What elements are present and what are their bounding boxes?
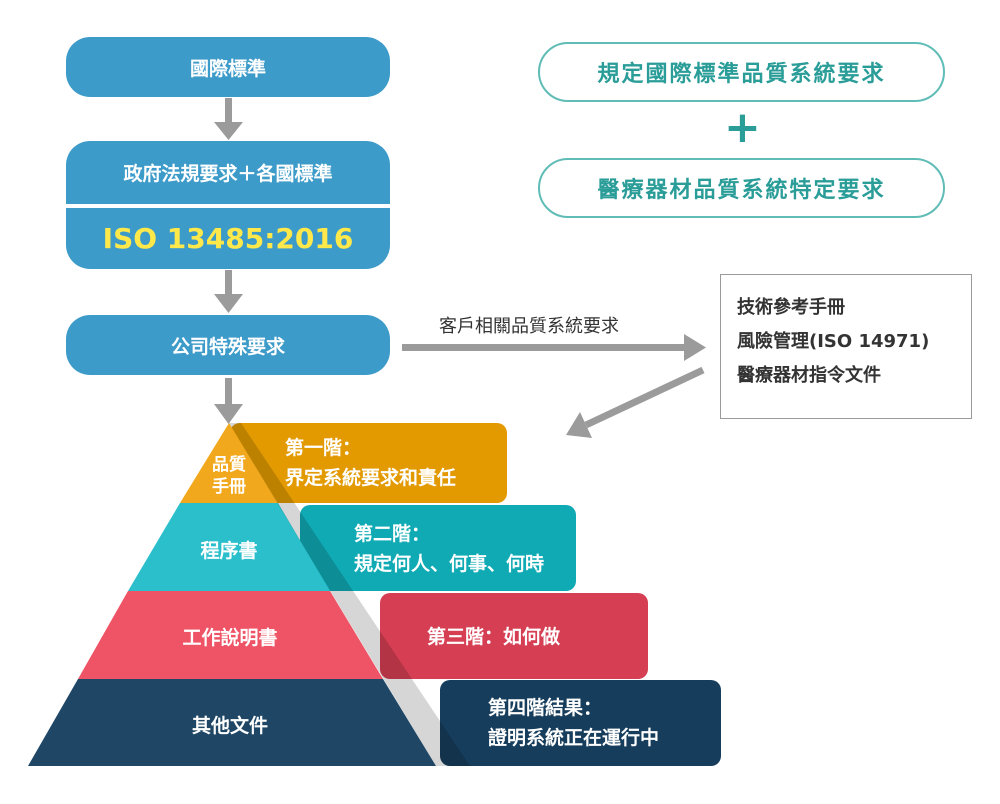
- requirement-arrow-right: [402, 334, 706, 361]
- step-2-text: 第二階： 規定何人、何事、何時: [354, 519, 544, 579]
- step-4-text: 第四階結果： 證明系統正在運行中: [488, 693, 659, 753]
- reference-arrow-diagonal: [566, 366, 705, 438]
- flow-step-international-standard: 國際標準: [66, 37, 390, 97]
- step-band-2: [300, 505, 576, 591]
- plus-icon: +: [724, 102, 761, 153]
- arrow-caption: 客戶相關品質系統要求: [439, 316, 619, 337]
- flow-step-iso: ISO 13485:2016: [66, 208, 390, 269]
- step-2-title: 第二階：: [354, 523, 431, 545]
- step-band-4: [440, 680, 721, 766]
- requirement-international: 規定國際標準品質系統要求: [538, 42, 945, 102]
- flow-arrow-3: [214, 378, 243, 424]
- reference-doc-2: 風險管理(ISO 14971): [737, 331, 930, 352]
- step-1-title: 第一階：: [285, 437, 362, 459]
- reference-documents-box: 技術參考手冊 風險管理(ISO 14971) 醫療器材指令文件: [720, 274, 972, 419]
- requirement-medical-device: 醫療器材品質系統特定要求: [538, 158, 945, 218]
- step-4-title: 第四階結果：: [488, 697, 603, 719]
- flow-step-company: 公司特殊要求: [66, 315, 390, 375]
- step-1-desc: 界定系統要求和責任: [285, 467, 457, 489]
- step-band-1: [230, 423, 507, 503]
- tier-3-label: 工作說明書: [182, 627, 278, 649]
- flow-step-2-label: 政府法規要求＋各國標準: [123, 163, 333, 185]
- flow-arrow-1: [214, 98, 243, 140]
- pyramid-tier-2: [128, 503, 330, 591]
- reference-doc-1: 技術參考手冊: [737, 297, 845, 318]
- step-4-desc: 證明系統正在運行中: [488, 727, 660, 749]
- tier-2-label: 程序書: [200, 540, 258, 562]
- iso-standard-label: ISO 13485:2016: [102, 222, 354, 255]
- step-2-desc: 規定何人、何事、何時: [354, 553, 545, 575]
- flow-step-regulation: 政府法規要求＋各國標準: [66, 141, 390, 204]
- flow-step-1-label: 國際標準: [189, 57, 266, 80]
- pyramid-shadow: [229, 423, 470, 766]
- step-3-text: 第三階：如何做: [427, 622, 560, 652]
- tier-1-label: 品質 手冊: [212, 455, 246, 497]
- flow-arrow-2: [214, 270, 243, 313]
- requirement-top-label: 規定國際標準品質系統要求: [597, 62, 886, 87]
- step-band-3: [380, 593, 648, 679]
- pyramid-tier-1: [180, 423, 278, 503]
- pyramid-tier-4: [28, 679, 436, 766]
- step-3-title: 第三階：如何做: [427, 626, 561, 648]
- requirement-bottom-label: 醫療器材品質系統特定要求: [597, 178, 886, 203]
- pyramid-tier-3: [78, 591, 383, 679]
- step-1-text: 第一階： 界定系統要求和責任: [285, 433, 456, 493]
- flow-step-regulation-group: 政府法規要求＋各國標準 ISO 13485:2016: [66, 141, 390, 269]
- flow-step-3-label: 公司特殊要求: [170, 335, 285, 358]
- reference-doc-3: 醫療器材指令文件: [737, 365, 881, 386]
- tier-4-label: 其他文件: [191, 715, 268, 737]
